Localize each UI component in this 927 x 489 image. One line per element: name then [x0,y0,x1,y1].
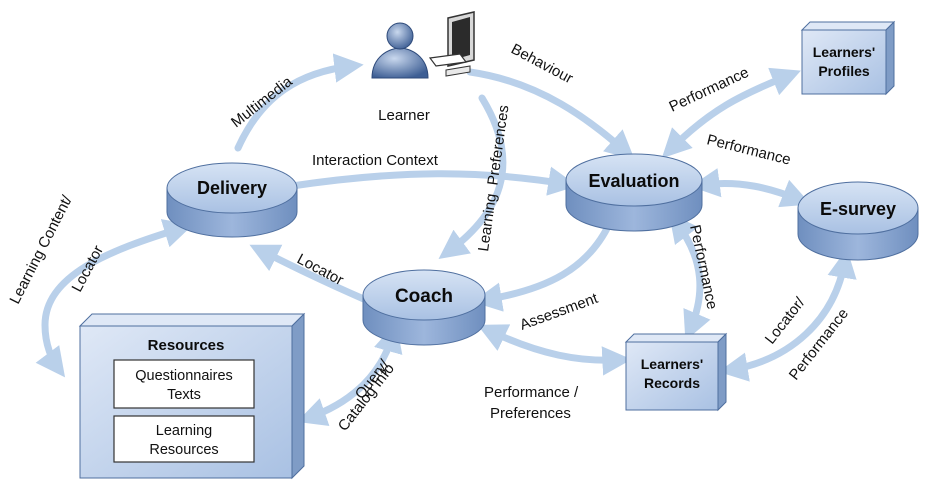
label-performance-profiles: Performance [667,64,752,116]
records-line2: Records [644,375,700,391]
arrow-esurvey-records [718,248,857,382]
node-esurvey[interactable]: E-survey [797,181,919,261]
learning-resources-line1: Learning [156,423,212,439]
arrow-delivery-resources [35,219,194,378]
label-perf-pref-line1: Performance / [484,384,579,401]
delivery-label: Delivery [197,178,267,198]
arrow-learner-evaluation [466,68,635,160]
records-line1: Learners' [641,356,703,372]
user-icon [371,22,429,79]
label-performance-esurvey: Performance [705,131,792,168]
box-learners-records[interactable]: Learners' Records [624,332,728,412]
label-perf-pref-line2: Preferences [490,405,571,422]
label-interaction-context: Interaction Context [312,152,439,169]
label-multimedia: Multimedia [228,73,296,131]
arrow-learner-coach [438,94,507,259]
esurvey-label: E-survey [820,199,896,219]
learner[interactable]: Learner [371,11,475,124]
learning-resources-item[interactable]: Learning Resources [113,415,255,463]
arrow-evaluation-profiles [661,67,801,159]
node-delivery[interactable]: Delivery [166,162,298,238]
computer-icon [428,11,475,77]
learning-resources-line2: Resources [149,442,218,458]
arrow-coach-delivery [249,244,370,304]
coach-label: Coach [395,286,453,307]
arrow-delivery-learner [234,53,364,152]
box-resources[interactable]: Resources Questionnaires Texts Learning … [78,312,306,480]
arrow-evaluation-records [668,212,711,341]
learner-label: Learner [378,107,430,124]
arrows [35,53,857,427]
arrow-delivery-evaluation [288,166,578,196]
node-evaluation[interactable]: Evaluation [565,153,703,232]
label-learning-content: Learning Content/ [6,192,76,307]
arrow-evaluation-esurvey [690,168,811,208]
arrow-evaluation-coach [472,214,616,312]
box-learners-profiles[interactable]: Learners' Profiles [800,20,896,96]
node-coach[interactable]: Coach [362,269,486,346]
arrow-coach-records [477,324,632,376]
profiles-line1: Learners' [813,44,875,60]
arrow-coach-resources [296,322,403,427]
label-assessment: Assessment [518,290,601,334]
questionnaires-line2: Texts [167,387,201,403]
evaluation-label: Evaluation [588,171,679,191]
resources-title: Resources [148,337,225,354]
questionnaires-texts-item[interactable]: Questionnaires Texts [113,359,255,409]
label-behaviour: Behaviour [508,41,576,88]
questionnaires-line1: Questionnaires [135,368,233,384]
label-performance-records: Performance [686,223,720,311]
profiles-line2: Profiles [818,63,870,79]
label-locator-left: Locator [69,243,108,295]
